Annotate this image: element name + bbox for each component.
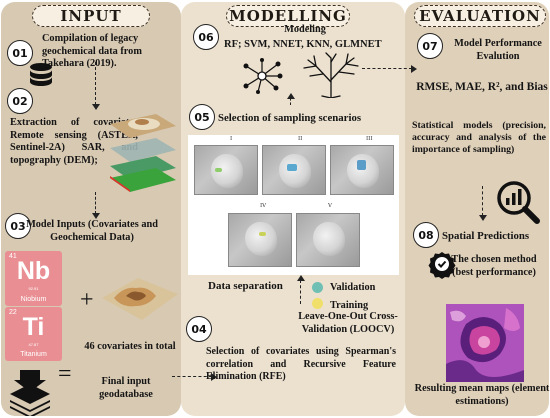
step-01-text: Compilation of legacy geochemical data f… bbox=[42, 33, 142, 69]
titanium-number: 22 bbox=[9, 309, 17, 316]
titanium-tile: 22 Ti 47.87 Titanium bbox=[5, 307, 62, 361]
training-legend-label: Training bbox=[330, 300, 369, 311]
input-banner: INPUT bbox=[32, 5, 150, 27]
covariates-count: 46 covariates in total bbox=[84, 341, 176, 352]
training-legend-dot bbox=[312, 298, 323, 309]
niobium-tile: 41 Nb 92.91 Niobium bbox=[5, 251, 62, 306]
arrow-input-to-04 bbox=[172, 372, 217, 381]
step-01-number: 01 bbox=[7, 40, 33, 66]
niobium-symbol: Nb bbox=[16, 257, 51, 285]
validation-legend-dot bbox=[312, 282, 323, 293]
titanium-mass: 47.87 bbox=[28, 342, 39, 347]
scenario-map-3 bbox=[330, 145, 394, 195]
scenario-label-2: II bbox=[298, 136, 303, 142]
prediction-map-image bbox=[446, 304, 524, 382]
step-05-number: 05 bbox=[189, 104, 215, 130]
database-icon bbox=[30, 63, 52, 86]
step-07-number: 07 bbox=[417, 33, 443, 59]
final-geodatabase: Final input geodatabase bbox=[99, 376, 153, 400]
step-05-text: Selection of sampling scenarios bbox=[218, 112, 362, 124]
step-02-text: Extraction of covariates Remote sensing … bbox=[10, 117, 138, 166]
scenario-label-5: V bbox=[328, 203, 332, 209]
scenario-map-1 bbox=[194, 145, 258, 195]
metrics-list: RMSE, MAE, R², and Bias bbox=[416, 81, 548, 93]
step-08-text: Spatial Predictions bbox=[442, 230, 530, 242]
arrow-06-07 bbox=[362, 64, 417, 73]
chart-search-icon bbox=[497, 181, 540, 224]
step-06-number: 06 bbox=[193, 24, 219, 50]
step-06-models: RF; SVM, NNET, KNN, GLMNET bbox=[224, 39, 382, 50]
step-07-text: Model Performance Evalution bbox=[454, 38, 542, 62]
scenario-label-4: IV bbox=[260, 203, 267, 209]
titanium-name: Titanium bbox=[20, 351, 47, 358]
step-08-number: 08 bbox=[413, 222, 439, 248]
raster-stack-icon bbox=[110, 114, 176, 192]
data-separation-label: Data separation bbox=[208, 280, 283, 292]
niobium-number: 41 bbox=[9, 253, 17, 260]
terrain-icon bbox=[102, 278, 178, 320]
sampling-scenarios-panel: I II III IV V bbox=[188, 135, 399, 275]
step-06-title: Modeling bbox=[284, 24, 326, 35]
niobium-mass: 92.91 bbox=[28, 286, 39, 291]
chosen-method-text: The chosen method (best performance) bbox=[451, 254, 537, 278]
scenario-map-2 bbox=[262, 145, 326, 195]
plus-sign: + bbox=[80, 287, 94, 313]
validation-legend-label: Validation bbox=[330, 282, 376, 293]
step-04-number: 04 bbox=[186, 316, 212, 342]
scenario-label-1: I bbox=[230, 136, 233, 142]
arrow-05-06 bbox=[286, 93, 295, 105]
arrow-07-08 bbox=[478, 186, 487, 221]
equals-sign: = bbox=[58, 361, 72, 387]
layers-icon bbox=[10, 370, 50, 416]
step-03-number: 03 bbox=[5, 213, 31, 239]
modelling-banner: MODELLING bbox=[226, 5, 350, 27]
arrow-04-05 bbox=[296, 275, 305, 304]
statistical-models-text: Statistical models (precision, accuracy … bbox=[412, 120, 546, 156]
titanium-symbol: Ti bbox=[22, 313, 45, 341]
resulting-maps-text: Resulting mean maps (element estimations… bbox=[414, 383, 550, 407]
scenario-label-3: III bbox=[366, 136, 373, 142]
neural-network-icon bbox=[243, 58, 283, 94]
scenario-map-5 bbox=[296, 213, 360, 267]
loocv-label: Leave-One-Out Cross-Validation (LOOCV) bbox=[298, 311, 398, 335]
decision-tree-icon bbox=[303, 52, 359, 98]
scenario-map-4 bbox=[228, 213, 292, 267]
step-04-text: Selection of covariates using Spearman's… bbox=[206, 346, 396, 382]
step-02-number: 02 bbox=[7, 88, 33, 114]
arrow-02-03 bbox=[91, 192, 100, 219]
step-03-text: Model Inputs (Covariates and Geochemical… bbox=[26, 219, 158, 243]
niobium-name: Niobium bbox=[20, 296, 47, 303]
arrow-01-02 bbox=[91, 62, 100, 110]
award-badge-icon bbox=[428, 252, 456, 279]
evaluation-banner: EVALUATION bbox=[414, 5, 546, 27]
